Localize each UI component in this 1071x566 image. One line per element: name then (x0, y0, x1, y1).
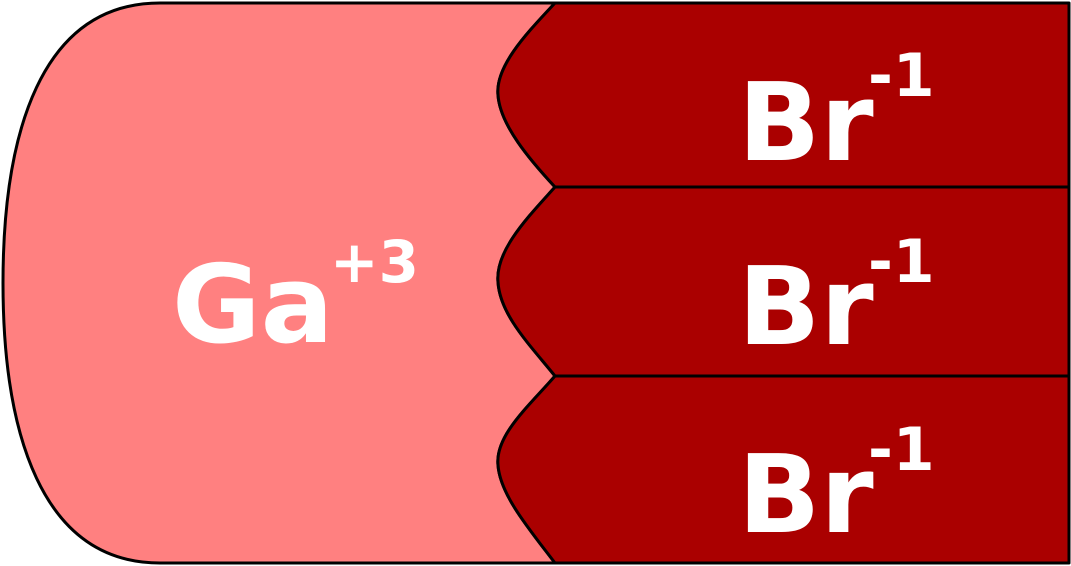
anion-charge-1: -1 (868, 41, 935, 111)
anion-piece-2 (496, 185, 1071, 378)
anion-charge-3: -1 (868, 415, 935, 485)
cation-charge: +3 (330, 228, 419, 296)
anion-symbol-3: Br (738, 433, 874, 558)
anion-piece-3 (496, 374, 1071, 565)
anion-symbol-2: Br (738, 245, 874, 370)
cation-symbol: Ga (172, 243, 334, 368)
anion-piece-1 (496, 1, 1071, 189)
anion-symbol-1: Br (738, 61, 874, 186)
anion-charge-2: -1 (868, 227, 935, 297)
